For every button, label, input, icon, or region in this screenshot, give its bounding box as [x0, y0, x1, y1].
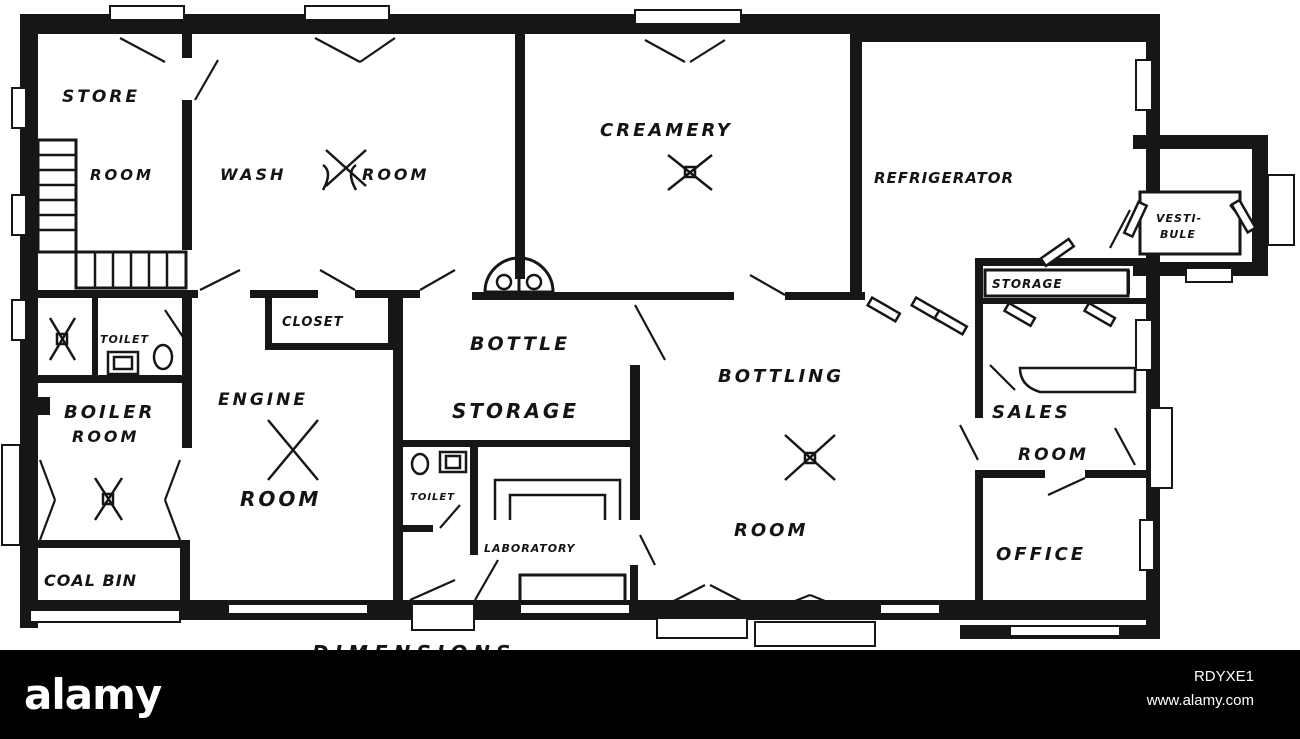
- light-x-icon: [667, 154, 713, 191]
- label-boiler-line2: ROOM: [72, 427, 139, 446]
- wash-room-partition-mark: [321, 163, 330, 191]
- label-store-line1: STORE: [62, 87, 140, 107]
- floor-plan: STORE ROOM WASH ROOM CREAMERY REFRIGERAT…: [1, 5, 1295, 650]
- light-x-icon: [267, 419, 319, 481]
- drain-symbol: [483, 256, 555, 294]
- label-sales-line1: SALES: [992, 402, 1071, 423]
- label-bottling-line1: BOTTLING: [718, 366, 844, 387]
- drain-circle: [525, 273, 543, 291]
- wash-room-partition-mark: [349, 163, 358, 191]
- room-labels: STORE ROOM WASH ROOM CREAMERY REFRIGERAT…: [44, 87, 1202, 590]
- image-id: RDYXE1: [1193, 668, 1254, 685]
- label-bottling-line2: ROOM: [734, 520, 808, 541]
- watermark-footer: alamy RDYXE1 www.alamy.com: [0, 650, 1300, 739]
- label-toilet-upper: TOILET: [100, 333, 149, 346]
- label-vestibule-line1: VESTI-: [1156, 212, 1202, 225]
- boiler-flue: [38, 397, 50, 415]
- drain-circle: [495, 273, 513, 291]
- label-closet: CLOSET: [282, 315, 344, 330]
- site-url: www.alamy.com: [1146, 692, 1254, 709]
- label-engine-line2: ROOM: [240, 487, 321, 511]
- label-sales-line2: ROOM: [1018, 445, 1089, 465]
- label-storage: STORAGE: [992, 277, 1063, 291]
- toilet-fixtures: [106, 343, 468, 476]
- sales-counter: [1018, 366, 1137, 394]
- floor-plan-drawing: STORE ROOM WASH ROOM CREAMERY REFRIGERAT…: [1, 5, 1295, 650]
- dimensions-caption: DIMENSIONS: [312, 641, 516, 650]
- label-wash-word: WASH: [220, 165, 286, 184]
- label-bottle-line2: STORAGE: [452, 399, 579, 423]
- label-boiler-line1: BOILER: [64, 402, 155, 423]
- label-engine-line1: ENGINE: [218, 390, 308, 410]
- label-creamery: CREAMERY: [600, 120, 733, 141]
- interior-walls: [36, 30, 1146, 605]
- label-laboratory: LABORATORY: [484, 542, 576, 555]
- light-x-icon: [325, 149, 367, 187]
- label-office: OFFICE: [996, 544, 1086, 565]
- light-x-icon: [93, 477, 124, 521]
- storage-cabinet: [983, 268, 1130, 298]
- label-store-line2: ROOM: [90, 166, 154, 184]
- label-wash-room-word: ROOM: [362, 165, 429, 184]
- label-vestibule-line2: BULE: [1160, 228, 1196, 241]
- cabinet-doors: [865, 198, 1258, 337]
- brand-logo: alamy: [24, 670, 162, 719]
- light-markers: [48, 149, 836, 521]
- label-refrigerator: REFRIGERATOR: [874, 169, 1014, 187]
- label-toilet-lower: TOILET: [410, 492, 455, 503]
- label-bottle-line1: BOTTLE: [470, 333, 570, 355]
- windows: [1, 5, 1295, 647]
- stairs: [36, 138, 188, 290]
- label-coal-bin: COAL BIN: [44, 571, 137, 590]
- light-x-icon: [48, 317, 77, 361]
- light-x-icon: [784, 434, 836, 481]
